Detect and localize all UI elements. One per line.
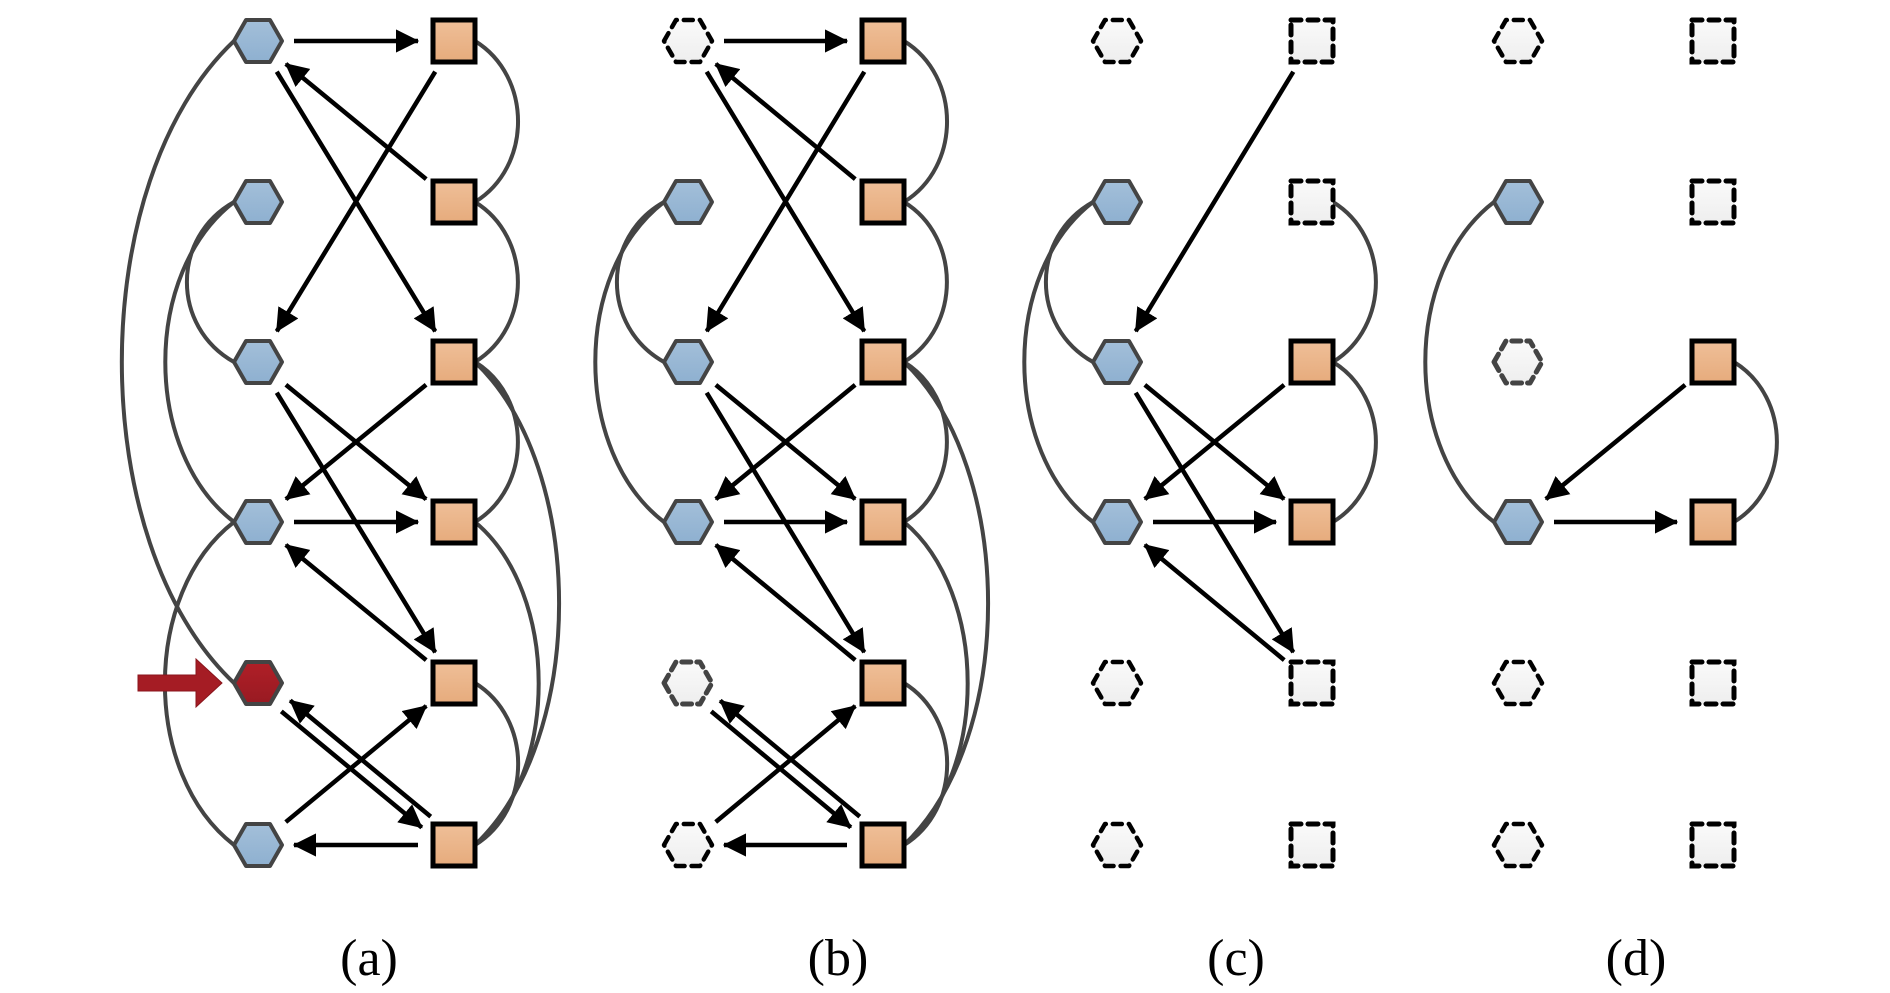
hex-node-active [232,822,284,868]
directed-edge-s0-h2 [704,70,867,333]
hex-node-inactive [1090,17,1144,65]
hex-node-inactive [661,17,715,65]
directed-edge-s0-h2 [1133,70,1296,333]
square-node-inactive [1689,821,1737,869]
hex-node-inactive [1491,17,1545,65]
square-link [473,200,520,364]
hex-node-inactive-gray [661,659,715,707]
square-node-active [1288,338,1336,386]
square-link [473,39,521,204]
square-node-active [859,498,907,546]
square-node-active [1689,498,1737,546]
hex-node-active [662,339,714,385]
hex-node-inactive [1491,659,1545,707]
directed-edge-h5-s4 [714,704,857,824]
square-link [473,520,541,847]
panel-caption-b: (b) [808,930,869,987]
hex-node-active [1492,499,1544,545]
hex-node-inactive [1090,659,1144,707]
hex-node-inactive [1090,821,1144,869]
square-link [1732,360,1779,524]
hex-link [1043,200,1094,364]
square-node-inactive [1288,821,1336,869]
square-link [1331,200,1378,364]
hex-node-inactive [1491,821,1545,869]
square-node-active [430,178,478,226]
hex-link [1022,200,1095,524]
directed-edge-s4-h3 [714,543,857,662]
square-node-active [1689,338,1737,386]
directed-edge-s0-h2 [274,70,438,333]
square-node-active [430,498,478,546]
hex-node-active [662,179,714,225]
hex-node-active [662,499,714,545]
panel-b: (b) [593,17,990,987]
square-node-active [859,17,907,65]
square-node-inactive [1288,178,1336,226]
panel-a: (a) [119,17,561,987]
hex-node-active [232,18,284,64]
directed-edge-s4-h3 [1143,543,1286,662]
panel-caption-d: (d) [1606,930,1667,987]
hex-link [119,39,236,685]
directed-edge-s1-h0 [284,62,428,181]
panel-caption-c: (c) [1207,930,1265,987]
hex-node-active [1091,499,1143,545]
highlight-pointer-arrow-icon [137,657,223,709]
panel-caption-a: (a) [340,930,398,987]
directed-edge-s2-h3 [284,383,428,501]
directed-edge-h5-s4 [284,704,428,824]
square-node-active [859,338,907,386]
hex-node-active [232,499,284,545]
square-node-active [430,659,478,707]
square-node-active [430,821,478,869]
square-link [902,39,950,204]
hex-node-inactive [661,821,715,869]
hex-node-highlight [232,660,284,706]
hex-link [184,200,235,364]
directed-edge-s1-h0 [714,62,857,181]
hex-node-active [1492,179,1544,225]
square-link [902,360,949,524]
square-node-inactive [1288,17,1336,65]
hex-node-inactive-gray [1491,338,1545,386]
square-link [902,200,949,364]
hex-node-active [232,179,284,225]
square-node-active [430,338,478,386]
hex-node-active [1091,339,1143,385]
square-link [902,520,970,847]
panel-c: (c) [1022,17,1378,987]
directed-edge-s2-h3 [714,383,857,501]
square-node-active [1288,498,1336,546]
square-node-active [859,178,907,226]
square-node-inactive [1689,178,1737,226]
square-node-active [859,659,907,707]
square-link [473,681,521,847]
directed-edge-s2-h3 [1143,383,1286,501]
hex-link [1423,200,1496,524]
square-node-inactive [1689,17,1737,65]
square-node-inactive [1288,659,1336,707]
hex-link [163,200,236,524]
directed-edge-s2-h3 [1544,383,1687,501]
square-link [473,360,520,524]
square-node-inactive [1689,659,1737,707]
square-node-active [859,821,907,869]
hex-node-active [1091,179,1143,225]
directed-edge-s4-h3 [284,543,428,662]
square-node-active [430,17,478,65]
hex-link [593,200,666,524]
square-link [1331,360,1378,524]
hex-node-active [232,339,284,385]
hex-link [614,200,665,364]
square-link [902,681,950,847]
panel-d: (d) [1423,17,1779,987]
